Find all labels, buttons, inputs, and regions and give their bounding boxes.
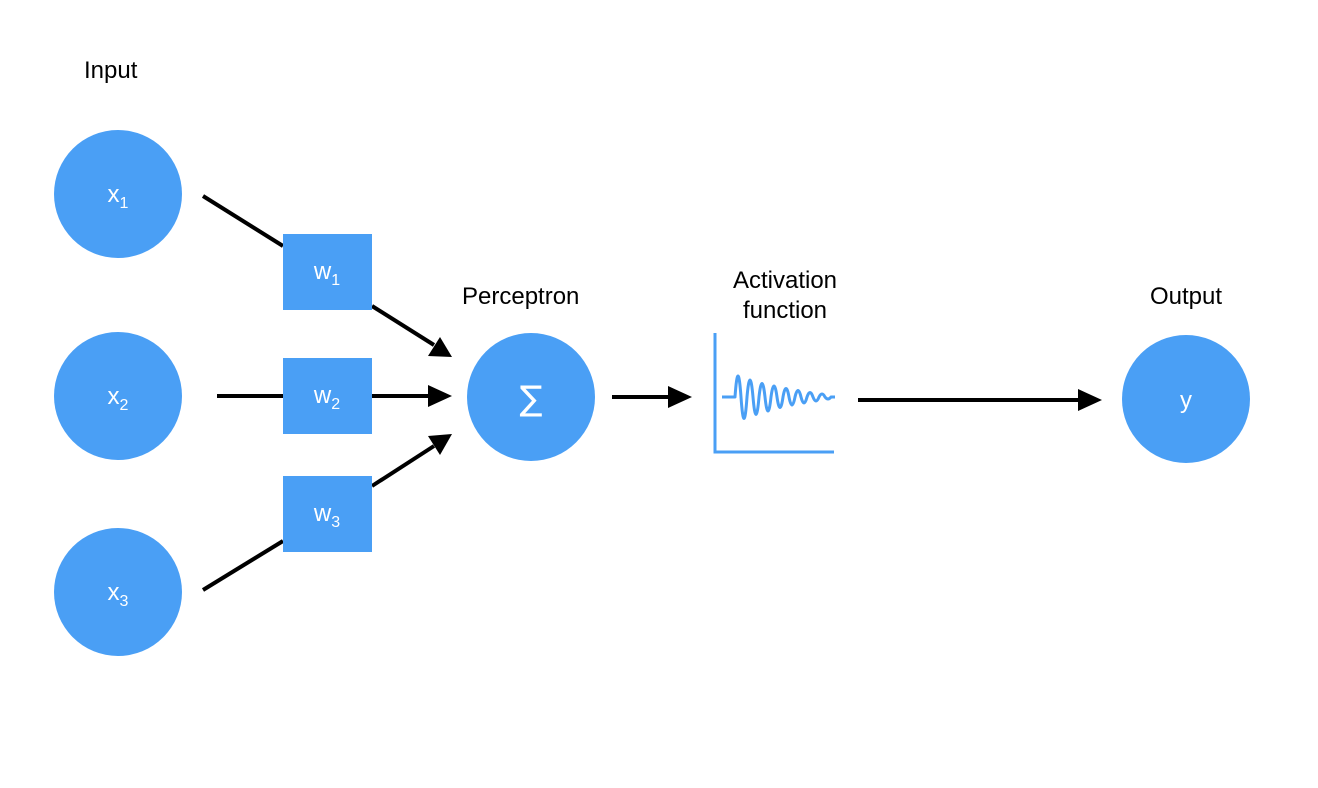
output-label: Output [1150,283,1222,310]
edge-x1-w1 [201,194,285,248]
perceptron-node: ∑ [467,333,595,461]
edge-x3-w3 [201,539,285,592]
weight-box-w1: w1 [283,234,372,310]
svg-text:x1: x1 [108,181,129,212]
activation-label-line1: Activation [733,267,837,294]
svg-text:x2: x2 [108,383,129,414]
sigma-symbol: ∑ [520,379,543,419]
activation-function-graph-icon [713,333,835,454]
arrow-w2-perceptron [372,385,452,407]
input-node-x3: x3 [54,528,182,656]
arrow-w3-perceptron [370,434,452,488]
arrow-activation-output [858,389,1102,411]
input-label: Input [84,57,138,84]
svg-text:w2: w2 [313,382,340,413]
activation-label-line2: function [743,297,827,324]
arrow-w1-perceptron [370,304,452,357]
input-node-x1: x1 [54,130,182,258]
arrow-perceptron-activation [612,386,692,408]
output-node-y: y [1122,335,1250,463]
input-node-x2: x2 [54,332,182,460]
weight-box-w2: w2 [283,358,372,434]
output-symbol: y [1180,387,1192,414]
svg-text:x3: x3 [108,579,129,610]
svg-text:w3: w3 [313,500,340,531]
perceptron-label: Perceptron [462,283,579,310]
svg-text:w1: w1 [313,258,340,289]
weight-box-w3: w3 [283,476,372,552]
